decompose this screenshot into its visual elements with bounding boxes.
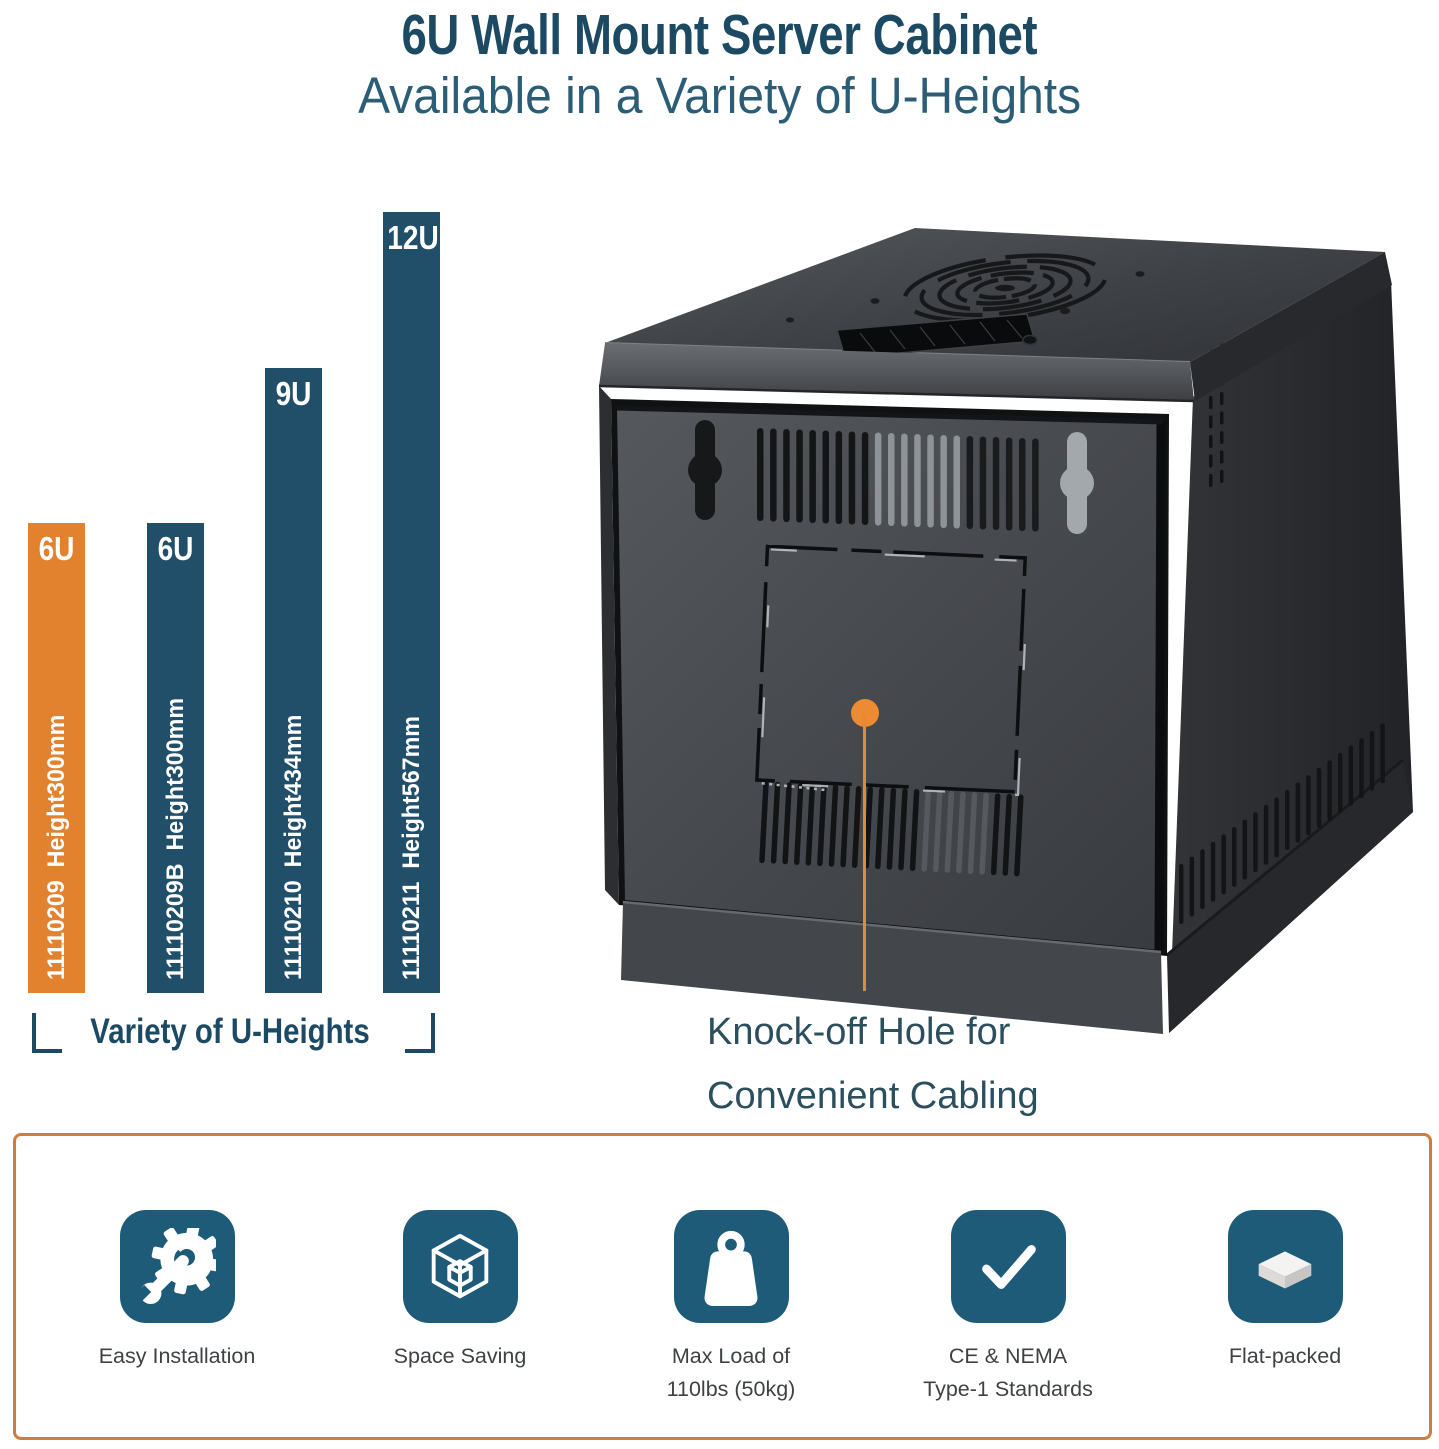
keyhole-mount-left xyxy=(688,420,722,520)
page-title: 6U Wall Mount Server Cabinet xyxy=(401,3,1038,67)
door-vent-band-upper xyxy=(757,428,1039,532)
page-subtitle: Available in a Variety of U-Heights xyxy=(357,67,1082,124)
weight-icon xyxy=(704,1230,758,1306)
bar-label: 9U xyxy=(275,375,312,412)
knock-off-panel xyxy=(755,544,1030,797)
cube-icon xyxy=(431,1233,489,1298)
side-vent-slots xyxy=(1179,723,1385,924)
checkmark-icon xyxy=(982,1244,1036,1289)
cabinet-base-plinth xyxy=(621,902,1163,1034)
feature-label: Flat-packed xyxy=(1228,1344,1342,1368)
bar-label: 12U xyxy=(387,219,439,256)
chart-title: Variety of U-Heights xyxy=(90,1012,370,1051)
bar-sku-height-text: 11110209 Height300mm xyxy=(42,714,70,980)
top-screws xyxy=(786,271,1145,346)
feature-tile xyxy=(402,1210,518,1323)
bar-6u-11110209: 6U 11110209 Height300mm xyxy=(28,523,85,993)
feature-flat-packed: Flat-packed xyxy=(1175,1210,1395,1373)
feature-tile xyxy=(1227,1210,1343,1323)
bar-9u-11110210: 9U 11110210 Height434mm xyxy=(265,368,322,993)
bar-sku-height-text: 11110211 Height567mm xyxy=(397,716,425,980)
bar-label: 6U xyxy=(157,530,194,567)
server-cabinet-photo xyxy=(598,228,1413,1034)
fan-grille xyxy=(902,253,1108,323)
bar-label: 6U xyxy=(38,530,75,567)
feature-tile xyxy=(950,1210,1066,1323)
cabinet-top-lip xyxy=(599,343,1194,401)
bracket-right xyxy=(405,1013,435,1053)
bar-6u-11110209b: 6U 11110209B Height300mm xyxy=(147,523,204,993)
feature-tile xyxy=(119,1210,235,1323)
feature-easy-installation: Easy Installation xyxy=(67,1210,287,1373)
feature-space-saving: Space Saving xyxy=(350,1210,570,1373)
callout-label: Knock-off Hole for Convenient Cabling xyxy=(707,1011,1039,1117)
bar-sku-height-text: 11110209B Height300mm xyxy=(161,697,189,980)
cabinet-rear-door xyxy=(617,406,1163,950)
features-panel: Easy Installation Space Saving xyxy=(13,1133,1432,1440)
bar-sku-height-text: 11110210 Height434mm xyxy=(279,714,307,980)
cabinet-top-panel xyxy=(605,228,1385,362)
feature-label: Easy Installation xyxy=(98,1344,256,1368)
feature-label: Space Saving xyxy=(393,1344,527,1368)
feature-tile xyxy=(673,1210,789,1323)
keyhole-mount-right xyxy=(1060,432,1094,534)
flat-box-icon xyxy=(1258,1250,1312,1288)
door-vent-band-lower xyxy=(759,781,1024,877)
bracket-left xyxy=(32,1013,62,1053)
callout-leader-line xyxy=(863,715,866,991)
wrench-gear-icon xyxy=(138,1227,216,1304)
bar-12u-11110211: 12U 11110211 Height567mm xyxy=(383,212,440,993)
